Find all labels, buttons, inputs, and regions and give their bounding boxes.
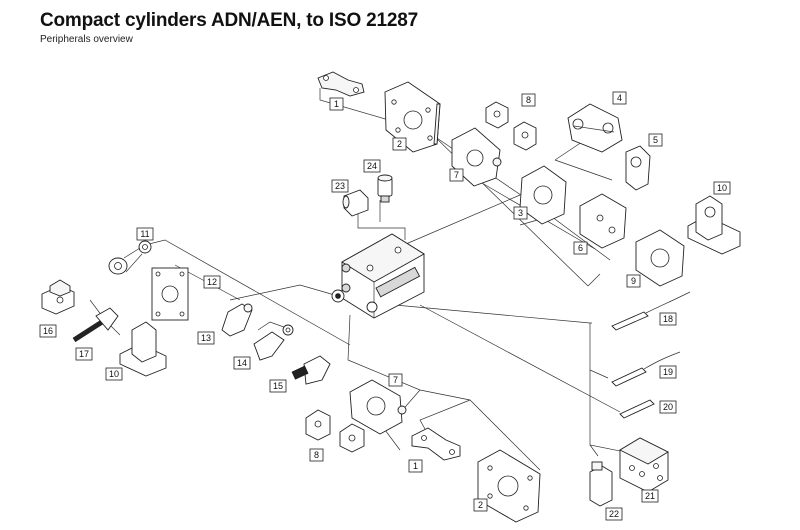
part-17-threaded-stud: [72, 307, 119, 343]
label-11: 11: [136, 227, 154, 241]
label-12: 12: [203, 275, 221, 289]
svg-text:24: 24: [367, 161, 377, 171]
part-15-self-aligning-coupler: [291, 355, 331, 385]
svg-text:13: 13: [201, 333, 211, 343]
part-21-manifold-block: [619, 437, 669, 493]
label-2-top: 2: [392, 137, 407, 151]
label-6: 6: [573, 241, 588, 255]
part-6-rear-eye: [579, 193, 627, 249]
part-3-flange-mounting: [519, 165, 567, 225]
svg-text:16: 16: [43, 326, 53, 336]
svg-text:7: 7: [454, 170, 459, 180]
label-17: 17: [75, 347, 93, 361]
label-20: 20: [659, 400, 677, 414]
label-22: 22: [605, 507, 623, 521]
part-20-slot-cover: [619, 399, 655, 419]
part-2-bottom-flange-plate: [477, 449, 541, 523]
label-8-top: 8: [521, 93, 536, 107]
label-1-bottom: 1: [408, 459, 423, 473]
svg-text:2: 2: [397, 139, 402, 149]
svg-text:1: 1: [413, 461, 418, 471]
svg-text:9: 9: [631, 276, 636, 286]
svg-text:17: 17: [79, 349, 89, 359]
part-5-clevis-bracket: [625, 145, 651, 191]
label-1-top: 1: [329, 97, 344, 111]
svg-text:8: 8: [314, 450, 319, 460]
label-9: 9: [626, 274, 641, 288]
page-subtitle: Peripherals overview: [40, 34, 133, 45]
label-24: 24: [363, 159, 381, 173]
part-24-push-in-fitting: [377, 174, 393, 203]
label-2-bottom: 2: [473, 498, 488, 512]
label-4: 4: [612, 91, 627, 105]
svg-text:6: 6: [578, 243, 583, 253]
svg-text:12: 12: [207, 277, 217, 287]
svg-text:22: 22: [609, 509, 619, 519]
label-18: 18: [659, 312, 677, 326]
svg-text:10: 10: [109, 369, 119, 379]
part-12-square-flange: [151, 267, 189, 321]
svg-text:4: 4: [617, 93, 622, 103]
part-18-proximity-sensor: [611, 291, 691, 331]
part-13-coupling-piece: [221, 303, 253, 337]
label-23: 23: [331, 179, 349, 193]
label-3: 3: [513, 206, 528, 220]
part-9-flange: [635, 229, 685, 287]
part-10-right-trunnion-support: [687, 195, 741, 255]
part-rod-eye: [108, 247, 143, 275]
part-2-top-flange-plate: [384, 81, 441, 153]
svg-text:10: 10: [717, 183, 727, 193]
svg-text:20: 20: [663, 402, 673, 412]
svg-text:15: 15: [273, 381, 283, 391]
svg-text:1: 1: [334, 99, 339, 109]
part-23-elbow-fitting: [342, 189, 369, 217]
central-compact-cylinder: [331, 233, 425, 319]
part-11-lock-nut: [138, 240, 152, 254]
label-8-bottom: 8: [309, 448, 324, 462]
part-7-bottom-swivel-flange: [349, 379, 407, 435]
page-title: Compact cylinders ADN/AEN, to ISO 21287: [40, 10, 418, 31]
svg-text:7: 7: [393, 375, 398, 385]
label-5: 5: [648, 133, 663, 147]
part-1-top-foot-mounting: [317, 71, 365, 97]
label-7-top: 7: [449, 168, 464, 182]
part-4-clevis-foot: [567, 103, 623, 153]
label-10-right: 10: [713, 181, 731, 195]
part-14-rod-clevis: [253, 324, 294, 361]
part-16-clevis-foot: [41, 279, 75, 315]
part-19-proximity-sensor: [611, 351, 681, 387]
label-21: 21: [641, 489, 659, 503]
svg-text:19: 19: [663, 367, 673, 377]
svg-text:3: 3: [518, 208, 523, 218]
part-22-solenoid-valve: [589, 461, 613, 507]
svg-text:11: 11: [140, 229, 149, 239]
svg-text:18: 18: [663, 314, 673, 324]
label-14: 14: [233, 356, 251, 370]
svg-text:14: 14: [237, 358, 247, 368]
svg-text:5: 5: [653, 135, 658, 145]
label-16: 16: [39, 324, 57, 338]
svg-text:21: 21: [645, 491, 655, 501]
svg-text:2: 2: [478, 500, 483, 510]
svg-text:8: 8: [526, 95, 531, 105]
label-19: 19: [659, 365, 677, 379]
part-1-bottom-foot-mounting: [411, 427, 461, 461]
part-7-top-swivel-flange: [451, 127, 502, 187]
label-7-bottom: 7: [388, 373, 403, 387]
label-13: 13: [197, 331, 215, 345]
part-10-left-trunnion-support: [119, 321, 167, 377]
svg-text:23: 23: [335, 181, 345, 191]
label-10-left: 10: [105, 367, 123, 381]
part-8-top-blocks: [485, 101, 537, 151]
part-8-bottom-blocks: [305, 409, 365, 453]
label-15: 15: [269, 379, 287, 393]
